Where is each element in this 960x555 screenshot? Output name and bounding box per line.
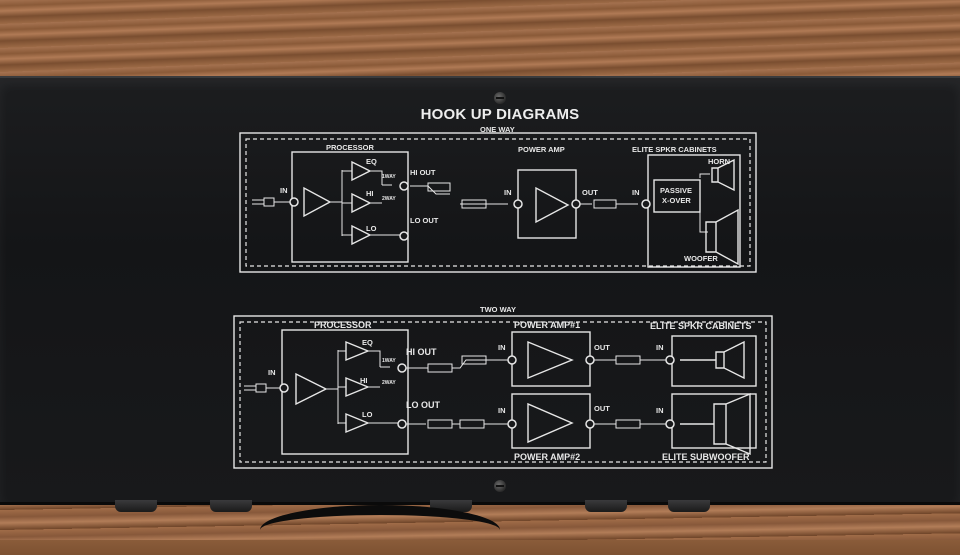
hi-out-label-2: HI OUT (406, 347, 437, 357)
hookup-diagram-graphics (233, 132, 773, 469)
screw-icon (494, 480, 506, 492)
power-amp-2-triangle (527, 402, 574, 444)
cable-plug-icon (461, 199, 487, 209)
jack-foot (210, 500, 252, 512)
woofer-label: WOOFER (684, 254, 718, 263)
horn-label: HORN (708, 157, 731, 166)
hi-out-jack-icon (399, 181, 409, 191)
cab-in-jack-icon (641, 199, 651, 209)
power-amp-triangle (535, 186, 570, 224)
input-amp-triangle (303, 186, 332, 218)
amp-out-label: OUT (582, 188, 598, 197)
jack-foot (668, 500, 710, 512)
processor-label-2: PROCESSOR (314, 320, 372, 330)
lo-out-label-2: LO OUT (406, 400, 440, 410)
one-way-switch-label: 1WAY (382, 174, 396, 180)
amp1-out-label: OUT (594, 343, 610, 352)
in-label: IN (280, 186, 288, 195)
cable-plug-icon (461, 355, 487, 365)
amp-out-jack-icon (571, 199, 581, 209)
processor-label: PROCESSOR (326, 143, 374, 152)
one-way-dashed-frame (245, 138, 751, 267)
cab-in-label-2: IN (656, 406, 664, 415)
amp1-in-jack-icon (507, 355, 517, 365)
cable-plug-icon (459, 419, 485, 429)
lo-out-label: LO OUT (410, 216, 439, 225)
horn-icon (680, 340, 745, 380)
processor-box (291, 151, 409, 263)
power-amp-2-box (511, 393, 591, 449)
two-way-switch-label-2: 2WAY (382, 380, 396, 386)
hi-out-jack-icon (397, 363, 407, 373)
horn-icon (711, 158, 735, 192)
screw-icon (494, 92, 506, 104)
woofer-icon (680, 392, 751, 456)
two-way-heading: TWO WAY (480, 305, 516, 314)
cable-plug-icon (427, 363, 453, 373)
plug-icon (252, 197, 275, 207)
lo-out-jack-icon (399, 231, 409, 241)
eq-label: EQ (366, 157, 377, 166)
input-amp-triangle-2 (295, 372, 328, 406)
device-rear-panel (0, 76, 960, 505)
one-way-switch-label-2: 1WAY (382, 358, 396, 364)
subwoofer-label: ELITE SUBWOOFER (662, 452, 750, 462)
power-cable (260, 505, 500, 555)
hi-out-label: HI OUT (410, 168, 436, 177)
amp2-out-jack-icon (585, 419, 595, 429)
in-label-2: IN (268, 368, 276, 377)
amp2-out-label: OUT (594, 404, 610, 413)
passive-xover-box (653, 179, 701, 213)
cable-plug-icon (593, 199, 617, 209)
passive-label: PASSIVE (660, 186, 692, 195)
cab-in-label: IN (632, 188, 640, 197)
hi-label-2: HI (360, 376, 368, 385)
amp-in-jack-icon (513, 199, 523, 209)
cab-in-label-1: IN (656, 343, 664, 352)
page-title: HOOK UP DIAGRAMS (420, 106, 580, 123)
hi-label: HI (366, 189, 374, 198)
jack-foot (585, 500, 627, 512)
one-way-heading: ONE WAY (480, 125, 515, 134)
cable-plug-icon (615, 419, 641, 429)
cable-plug-icon (427, 182, 451, 192)
cable-plug-icon (615, 355, 641, 365)
eq-label-2: EQ (362, 338, 373, 347)
two-way-switch-label: 2WAY (382, 196, 396, 202)
wood-table-top (0, 0, 960, 80)
woofer-icon (705, 208, 739, 266)
lo-out-jack-icon (397, 419, 407, 429)
speaker-cabinet-box (647, 154, 741, 268)
power-amp-1-box (511, 331, 591, 387)
cab-in-jack-icon (665, 355, 675, 365)
one-way-frame (239, 132, 757, 273)
power-amp-label: POWER AMP (518, 145, 565, 154)
power-amp-2-label: POWER AMP#2 (514, 452, 581, 462)
processor-box-2 (281, 329, 409, 455)
power-amp-1-triangle (527, 340, 574, 380)
in-jack-icon (279, 383, 289, 393)
lo-label: LO (366, 224, 377, 233)
amp2-in-label: IN (498, 406, 506, 415)
plug-icon (244, 383, 280, 393)
amp1-out-jack-icon (585, 355, 595, 365)
two-way-frame (233, 315, 773, 469)
two-way-dashed-frame (239, 321, 767, 463)
sub-in-jack-icon (665, 419, 675, 429)
amp1-in-label: IN (498, 343, 506, 352)
in-jack-icon (289, 197, 299, 207)
cabinets-label: ELITE SPKR CABINETS (632, 145, 717, 154)
lo-label-2: LO (362, 410, 373, 419)
cabinets-label-2: ELITE SPKR CABINETS (650, 321, 752, 331)
power-amp-1-label: POWER AMP#1 (514, 320, 581, 330)
xover-label: X-OVER (662, 196, 691, 205)
amp2-in-jack-icon (507, 419, 517, 429)
jack-foot (115, 500, 157, 512)
amp-in-label: IN (504, 188, 512, 197)
cable-plug-icon (427, 419, 453, 429)
